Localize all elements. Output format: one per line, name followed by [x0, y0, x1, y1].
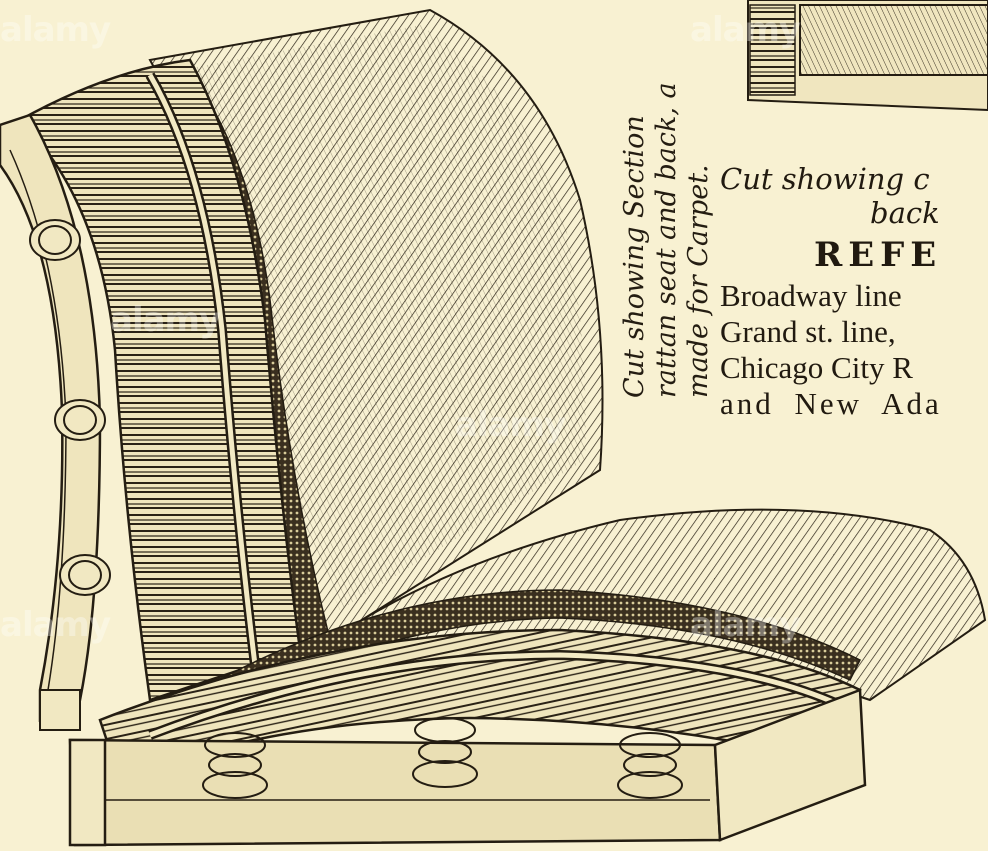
back-slat-panel — [17, 58, 302, 702]
seat-springs — [202, 717, 683, 799]
framed-cut-partial — [747, 0, 988, 112]
reference-line-1: Broadway line — [720, 278, 902, 313]
seat-padding-edge — [198, 589, 862, 711]
vertical-caption-line-2: rattan seat and back, a — [651, 82, 682, 398]
vertical-caption-line-1: Cut showing Section — [619, 115, 650, 398]
reference-line-4: and New Ada — [720, 386, 942, 421]
right-column: Cut showing c back REFE Broadway line Gr… — [720, 162, 988, 422]
right-caption-line-1: Cut showing c — [720, 162, 930, 196]
vertical-caption: Cut showing Section rattan seat and back… — [597, 8, 737, 398]
vertical-caption-line-3: made for Carpet. — [683, 164, 714, 398]
back-springs — [29, 219, 111, 596]
right-caption-line-2: back — [870, 196, 940, 230]
reference-line-2: Grand st. line, — [720, 314, 896, 349]
references-heading: REFE — [814, 235, 943, 275]
reference-line-3: Chicago City R — [720, 350, 913, 385]
